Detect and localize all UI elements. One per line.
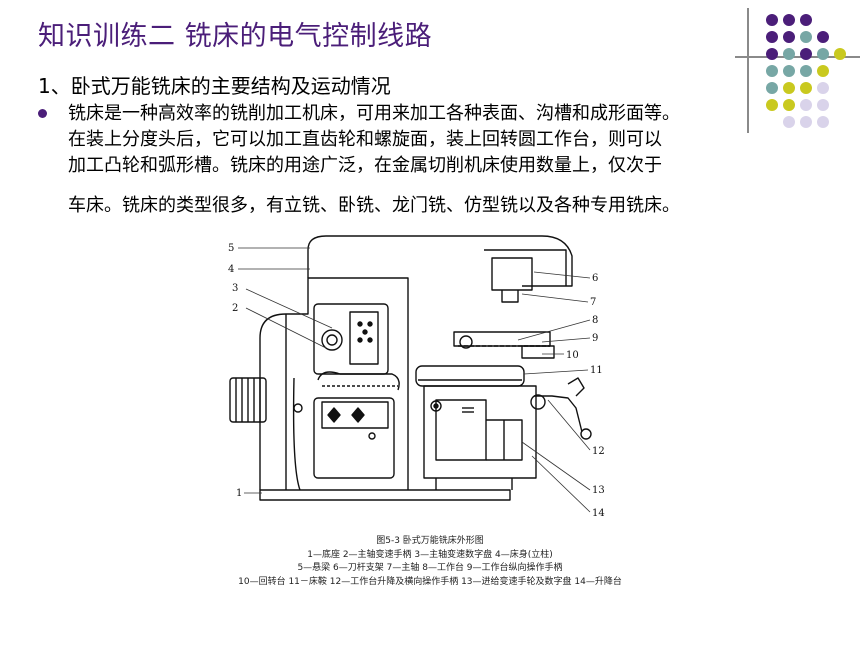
callout-14: 14 [592,508,605,519]
dot-icon [800,31,812,43]
horizontal-divider [735,56,860,58]
milling-machine-drawing: 5 4 3 2 1 6 7 8 9 10 11 12 13 14 [228,235,605,519]
callout-2: 2 [232,303,238,314]
body-paragraph: 铣床是一种高效率的铣削加工机床，可用来加工各种表面、沟槽和成形面等。 在装上分度… [68,101,816,219]
base-plate [259,489,511,501]
callout-3: 3 [232,283,238,294]
saddle [415,365,525,387]
dot-icon [766,14,778,26]
paragraph-line: 车床。铣床的类型很多，有立铣、卧铣、龙门铣、仿型铣以及各种专用铣床。 [68,195,680,216]
callout-10: 10 [566,350,579,361]
dot-icon [800,99,812,111]
dot-icon [766,82,778,94]
section-heading: 1、卧式万能铣床的主要结构及运动情况 [38,74,391,98]
callout-4: 4 [228,264,234,275]
caption-line: 5—悬梁 6—刀杆支架 7—主轴 8—工作台 9—工作台纵向操作手柄 [297,563,563,573]
figure-caption: 图5-3 卧式万能铣床外形图 1—底座 2—主轴变速手柄 3—主轴变速数字盘 4… [0,535,860,589]
dot-icon [783,14,795,26]
arbor-support [491,257,533,291]
dot-icon [800,65,812,77]
dot-icon [766,31,778,43]
spindle-speed-handle [321,329,343,351]
electrical-cabinet [313,397,395,479]
callout-5: 5 [228,243,234,254]
caption-line: 10—回转台 11－床鞍 12—工作台升降及横向操作手柄 13—进给变速手轮及数… [238,576,622,587]
dot-icon [800,116,812,128]
dot-icon [766,65,778,77]
dot-icon [800,14,812,26]
knee [423,385,537,479]
callout-13: 13 [592,485,605,496]
dot-icon [817,48,829,60]
callout-1: 1 [236,488,242,499]
callout-11: 11 [590,365,603,376]
dot-icon [783,116,795,128]
callout-6: 6 [592,273,598,284]
overarm [307,235,573,287]
feed-handwheel [534,395,583,433]
dot-icon [817,82,829,94]
dot-icon [817,116,829,128]
callout-12: 12 [592,446,605,457]
vertical-divider [747,8,749,133]
dot-icon [817,99,829,111]
dot-icon [783,48,795,60]
dot-icon [817,65,829,77]
dot-icon [800,48,812,60]
dot-icon [783,82,795,94]
dot-icon [783,99,795,111]
dot-icon [783,31,795,43]
slide-title: 知识训练二 铣床的电气控制线路 [38,21,433,52]
work-table [453,331,551,347]
callout-9: 9 [592,333,598,344]
paragraph-line: 在装上分度头后，它可以加工直齿轮和螺旋面，装上回转圆工作台，则可以 [68,129,662,150]
column [259,277,409,490]
callout-7: 7 [590,297,596,308]
paragraph-line: 铣床是一种高效率的铣削加工机床，可用来加工各种表面、沟槽和成形面等。 [68,103,680,124]
dot-icon [800,82,812,94]
caption-title: 图5-3 卧式万能铣床外形图 [376,536,484,546]
caption-line: 1—底座 2—主轴变速手柄 3—主轴变速数字盘 4—床身(立柱) [307,549,553,560]
dot-icon [766,48,778,60]
paragraph-line: 加工凸轮和弧形槽。铣床的用途广泛，在金属切削机床使用数量上，仅次于 [68,155,662,176]
dot-icon [817,31,829,43]
dot-icon [783,65,795,77]
dot-icon [766,99,778,111]
callout-8: 8 [592,315,598,326]
dot-icon [834,48,846,60]
bullet-icon [38,109,47,118]
